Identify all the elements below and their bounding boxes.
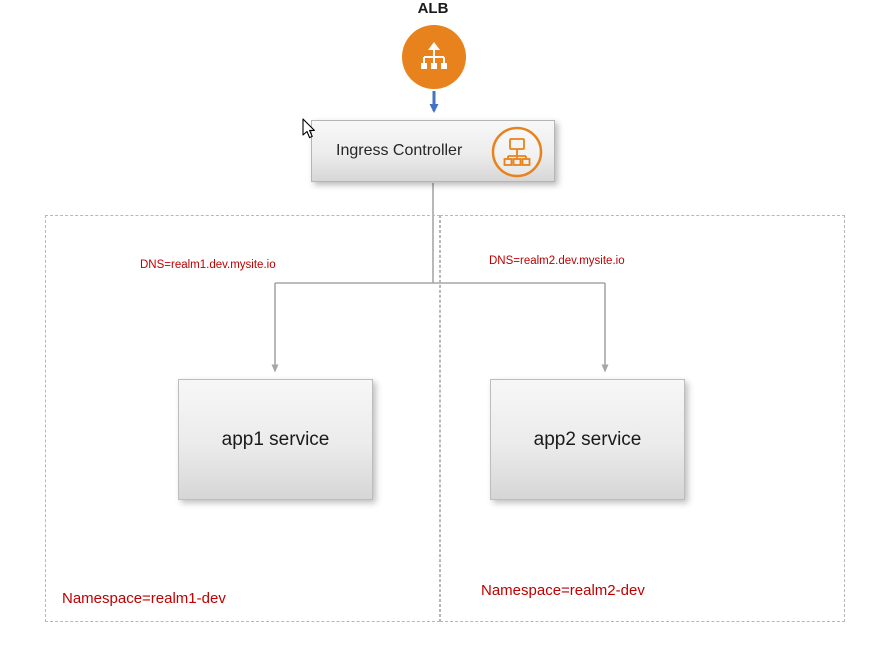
namespace-label-realm1: Namespace=realm1-dev — [62, 590, 226, 607]
namespace-region-realm2 — [440, 215, 845, 622]
app1-service-box: app1 service — [178, 379, 373, 500]
network-monitor-icon — [491, 126, 543, 178]
namespace-region-realm1 — [45, 215, 440, 622]
app1-service-label: app1 service — [221, 428, 330, 450]
dns-label-realm2: DNS=realm2.dev.mysite.io — [489, 255, 625, 267]
ingress-controller-box: Ingress Controller — [311, 120, 555, 182]
ingress-controller-label: Ingress Controller — [336, 142, 463, 159]
app2-service-box: app2 service — [490, 379, 685, 500]
load-balancer-glyph — [421, 42, 447, 69]
alb-label: ALB — [417, 0, 449, 17]
namespace-label-realm2: Namespace=realm2-dev — [481, 582, 645, 599]
app2-service-label: app2 service — [533, 428, 642, 450]
alb-icon — [402, 25, 466, 89]
dns-label-realm1: DNS=realm1.dev.mysite.io — [140, 259, 276, 271]
mouse-cursor-icon — [302, 118, 315, 139]
